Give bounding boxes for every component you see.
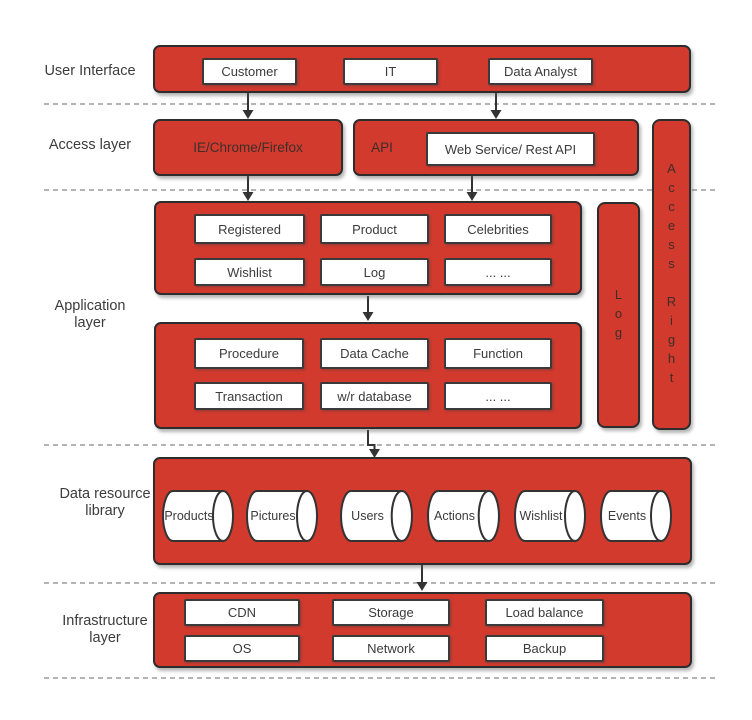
node-celebrities: Celebrities	[444, 214, 552, 244]
arrowhead-icon	[416, 582, 428, 591]
node-product: Product	[320, 214, 429, 244]
node-label: Registered	[218, 221, 281, 237]
db-cylinder-events: Events	[599, 489, 673, 543]
infrastructure-bar: CDN Storage Load balance OS Network Back…	[153, 592, 692, 668]
node-label: Wishlist	[227, 264, 272, 280]
node-function: Function	[444, 338, 552, 369]
node-cdn: CDN	[184, 599, 300, 626]
vertical-bar-label: Access Right	[664, 160, 679, 389]
application-block-2: Procedure Data Cache Function Transactio…	[154, 322, 582, 429]
db-cylinder-products: Products	[161, 489, 235, 543]
arrowhead-icon	[466, 192, 478, 201]
node-label: Transaction	[215, 388, 283, 404]
cylinder-icon	[162, 490, 234, 542]
node-label: Data Cache	[340, 346, 409, 361]
node-label: Celebrities	[467, 221, 529, 237]
arrow-block2-to-library	[367, 430, 376, 449]
node-label: Network	[367, 641, 415, 656]
label-line: User Interface	[44, 63, 136, 79]
label-infrastructure-layer: Infrastructure layer	[30, 613, 180, 646]
node-label: IE/Chrome/Firefox	[193, 140, 303, 155]
node-load-balance: Load balance	[485, 599, 604, 626]
node-registered: Registered	[194, 214, 305, 244]
node-label: Storage	[368, 605, 414, 620]
cylinder-icon	[600, 490, 672, 542]
cylinder-icon	[514, 490, 586, 542]
node-network: Network	[332, 635, 450, 662]
node-wishlist-app: Wishlist	[194, 258, 305, 286]
node-label: Load balance	[505, 605, 584, 620]
node-backup: Backup	[485, 635, 604, 662]
data-resource-library-bar: Products Pictures Users	[153, 457, 692, 565]
node-wr-database: w/r database	[320, 382, 429, 410]
cylinder-icon	[340, 490, 413, 542]
node-label: IT	[384, 64, 397, 79]
node-ellipsis-1: ... ...	[444, 258, 552, 286]
application-block-1: Registered Product Celebrities Wishlist …	[154, 201, 582, 295]
user-interface-bar: Customer IT Data Analyst	[153, 45, 691, 93]
db-cylinder-pictures: Pictures	[245, 489, 319, 543]
db-cylinder-wishlist: Wishlist	[513, 489, 587, 543]
label-line: layer	[89, 629, 121, 646]
label-line: Access layer	[48, 137, 132, 153]
arrowhead-icon	[490, 110, 502, 119]
vertical-bar-label: Log	[611, 286, 626, 344]
node-label: Data Analyst	[504, 64, 577, 79]
label-line: library	[85, 502, 125, 519]
node-it: IT	[343, 58, 438, 85]
arrowhead-icon	[362, 312, 374, 321]
node-label: Web Service/ Rest API	[444, 141, 577, 157]
node-customer: Customer	[202, 58, 297, 85]
node-label: Log	[363, 264, 386, 280]
cylinder-label: Wishlist	[519, 509, 563, 523]
label-line: Data resource	[59, 486, 151, 502]
arrowhead-icon	[242, 110, 254, 119]
node-transaction: Transaction	[194, 382, 304, 410]
access-right-vertical-bar: Access Right	[652, 119, 691, 430]
node-data-cache: Data Cache	[320, 338, 429, 369]
label-access-layer: Access layer	[15, 137, 165, 154]
log-vertical-bar: Log	[597, 202, 640, 428]
node-label: Customer	[221, 64, 278, 79]
api-access-box: API Web Service/ Rest API	[353, 119, 639, 176]
cylinder-label: Actions	[434, 509, 475, 523]
label-line: Application	[54, 298, 126, 314]
label-user-interface: User Interface	[15, 63, 165, 80]
label-line: layer	[74, 314, 106, 331]
node-label: CDN	[227, 605, 257, 620]
node-log-app: Log	[320, 258, 429, 286]
cylinder-label: Products	[164, 509, 214, 523]
node-label: OS	[232, 641, 252, 656]
node-label: Backup	[522, 641, 567, 656]
api-label: API	[371, 140, 393, 155]
node-label: w/r database	[337, 388, 412, 404]
node-os: OS	[184, 635, 300, 662]
node-data-analyst: Data Analyst	[488, 58, 593, 85]
cylinder-label: Pictures	[250, 509, 296, 523]
arrowhead-icon	[242, 192, 254, 201]
cylinder-label: Users	[351, 509, 384, 523]
node-label: Function	[473, 346, 523, 361]
node-label: Product	[352, 221, 397, 237]
browser-access-box: IE/Chrome/Firefox	[153, 119, 343, 176]
node-label: Procedure	[219, 346, 279, 361]
node-label: ... ...	[485, 264, 511, 280]
node-ellipsis-2: ... ...	[444, 382, 552, 410]
db-cylinder-users: Users	[339, 489, 414, 543]
label-line: Infrastructure	[62, 613, 148, 629]
node-label: ... ...	[485, 388, 511, 404]
cylinder-icon	[427, 490, 500, 542]
cylinder-label: Events	[607, 509, 647, 523]
cylinder-icon	[246, 490, 318, 542]
node-procedure: Procedure	[194, 338, 304, 369]
label-data-resource-library: Data resource library	[30, 486, 180, 519]
node-web-service: Web Service/ Rest API	[426, 132, 595, 166]
node-storage: Storage	[332, 599, 450, 626]
db-cylinder-actions: Actions	[426, 489, 501, 543]
label-application-layer: Application layer	[15, 298, 165, 331]
